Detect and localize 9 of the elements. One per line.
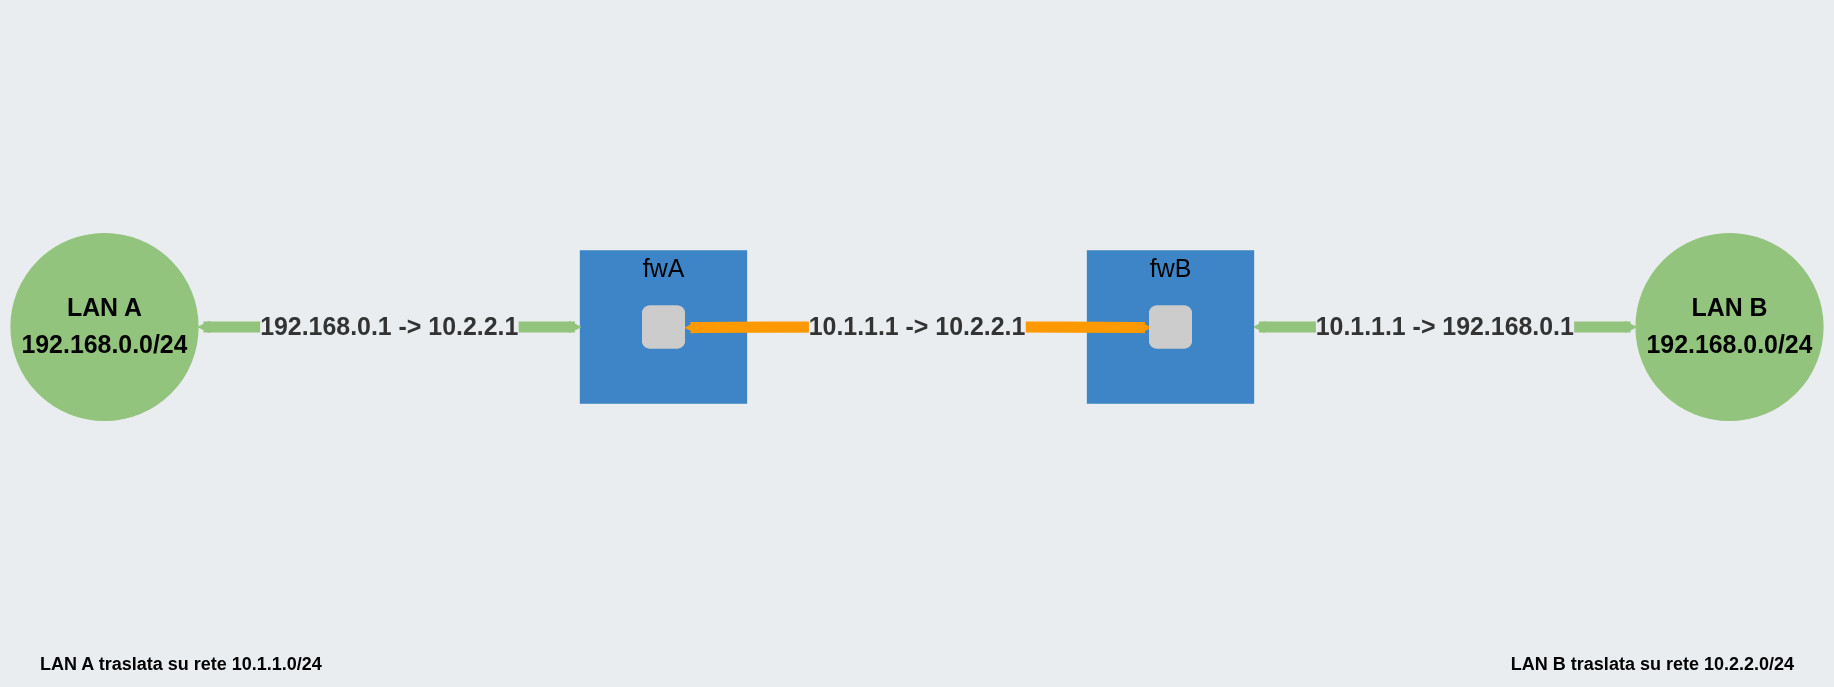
note-text: LAN B traslata su rete 10.2.2.0/24: [1510, 654, 1794, 675]
node-circle: LAN B 192.168.0.0/24: [1635, 232, 1824, 422]
edge-label: 192.168.0.1 -> 10.2.2.1: [260, 312, 519, 341]
edge-label: 10.1.1.1 -> 192.168.0.1: [1315, 312, 1574, 341]
cluster: fwB: [1086, 250, 1255, 404]
cluster: fwA: [579, 250, 748, 404]
note-text: LAN A traslata su rete 10.1.1.0/24: [40, 654, 322, 675]
node-circle: LAN A 192.168.0.0/24: [10, 232, 199, 422]
edge-label: 10.1.1.1 -> 10.2.2.1: [808, 312, 1026, 341]
